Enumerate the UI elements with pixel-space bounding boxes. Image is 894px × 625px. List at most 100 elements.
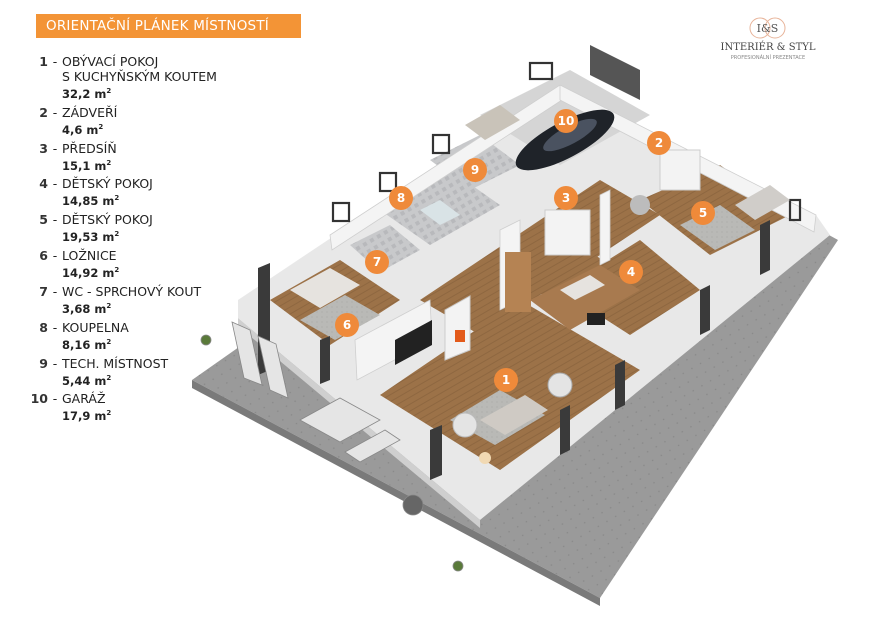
room-badge-label: 9 (471, 163, 479, 177)
room-badge-label: 4 (627, 265, 635, 279)
page-title: ORIENTAČNÍ PLÁNEK MÍSTNOSTÍ (36, 14, 301, 38)
legend-number: 7 (39, 283, 48, 299)
room-badge-6: 6 (335, 313, 359, 337)
legend-dash: - (52, 212, 58, 228)
fire (455, 330, 465, 342)
legend-dash: - (52, 319, 58, 335)
room-badge-label: 6 (343, 318, 351, 332)
legend-number: 9 (39, 355, 48, 371)
fireplace (444, 295, 471, 361)
company-logo: I&S INTERIÉR & STYL PROFESIONÁLNÍ PREZEN… (721, 17, 816, 61)
legend-number: 3 (39, 140, 48, 156)
legend-number: 6 (39, 248, 48, 264)
legend-number: 2 (39, 104, 48, 120)
legend-row: 2-ZÁDVEŘÍ (30, 105, 260, 120)
room-badge-label: 2 (655, 136, 663, 150)
cooktop (587, 313, 605, 325)
room-badge-4: 4 (619, 260, 643, 284)
legend-label: PŘEDSÍŇ (62, 140, 117, 156)
legend-row: 7-WC - SPRCHOVÝ KOUT (30, 284, 260, 299)
sofa (480, 395, 548, 435)
legend-number: 10 (30, 391, 48, 407)
room-badge-label: 8 (397, 191, 405, 205)
legend-label: WC - SPRCHOVÝ KOUT (62, 283, 202, 299)
legend-area: 3,68 m2 (62, 301, 112, 316)
legend-label: DĚTSKÝ POKOJ (62, 212, 153, 228)
furniture (290, 105, 790, 464)
room-badge-label: 1 (502, 373, 510, 387)
legend-area: 5,44 m2 (62, 373, 112, 388)
legend-row: 1-OBÝVACÍ POKOJ (30, 54, 260, 69)
car-icon (515, 109, 615, 171)
back-windows (331, 61, 802, 223)
wardrobe-entry (659, 149, 701, 191)
pouf (479, 452, 491, 464)
legend-row: 4-DĚTSKÝ POKOJ (30, 176, 260, 191)
legend-area: 14,85 m2 (62, 194, 120, 209)
legend-row: 10-GARÁŽ (30, 391, 260, 406)
room-badge-label: 10 (558, 114, 575, 128)
room-badges: 1 2 3 4 5 6 7 8 9 10 (335, 109, 715, 392)
terrace-furniture (200, 321, 464, 572)
room-badge-5: 5 (691, 201, 715, 225)
legend-area: 32,2 m2 (62, 86, 112, 101)
coffee-table (452, 412, 478, 438)
legend-area: 15,1 m2 (62, 158, 112, 173)
room-badge-label: 7 (373, 255, 381, 269)
garage-door (590, 45, 640, 100)
legend-label: LOŽNICE (62, 248, 117, 264)
legend-dash: - (52, 140, 58, 156)
dining-table (547, 372, 573, 398)
legend-dash: - (52, 391, 58, 407)
room-badge-1: 1 (494, 368, 518, 392)
logo-tagline: PROFESIONÁLNÍ PREZENTACE (731, 54, 805, 61)
legend-label: TECH. MÍSTNOST (62, 355, 169, 371)
room-badge-8: 8 (389, 186, 413, 210)
legend-dash: - (52, 248, 58, 264)
kitchen-counter (530, 265, 640, 330)
room-badge-label: 5 (699, 206, 707, 220)
beanbag (630, 195, 650, 215)
room-badge-10: 10 (554, 109, 578, 133)
legend-dash: - (52, 283, 58, 299)
room-badge-7: 7 (365, 250, 389, 274)
room-badge-label: 3 (562, 191, 570, 205)
legend-row: 3-PŘEDSÍŇ (30, 141, 260, 156)
room-badge-3: 3 (554, 186, 578, 210)
bed-kids-4 (560, 275, 605, 300)
legend-area: 19,53 m2 (62, 230, 120, 245)
legend-row: 5-DĚTSKÝ POKOJ (30, 212, 260, 227)
legend-number: 1 (39, 54, 48, 69)
legend-row: 8-KOUPELNA (30, 320, 260, 335)
legend-label: S KUCHYŇSKÝM KOUTEM (62, 69, 217, 84)
legend-number: 4 (39, 176, 48, 192)
legend-area: 14,92 m2 (62, 265, 120, 280)
logo-brand: INTERIÉR & STYL (721, 41, 816, 53)
wardrobe-hall (544, 209, 591, 256)
shower-glass (420, 200, 460, 225)
legend-label: DĚTSKÝ POKOJ (62, 176, 153, 192)
legend-dash: - (52, 176, 58, 192)
legend-number: 5 (39, 212, 48, 228)
legend-label: ZÁDVEŘÍ (62, 104, 118, 120)
tech-shelf (465, 105, 520, 140)
legend-dash: - (52, 54, 58, 69)
bed-kids-5 (735, 185, 790, 220)
legend-row: S KUCHYŇSKÝM KOUTEM (30, 69, 260, 84)
legend-dash: - (52, 355, 58, 371)
legend-dash: - (52, 104, 58, 120)
ground-shadow-edge (192, 380, 600, 606)
legend-label: OBÝVACÍ POKOJ (62, 54, 159, 69)
legend-row: 9-TECH. MÍSTNOST (30, 356, 260, 371)
kitchen-cabinet (505, 252, 531, 312)
legend-label: GARÁŽ (62, 391, 106, 407)
legend-area: 4,6 m2 (62, 122, 104, 137)
tv (395, 320, 432, 365)
bed-bedroom (290, 268, 360, 308)
room-badge-9: 9 (463, 158, 487, 182)
legend-area: 8,16 m2 (62, 337, 112, 352)
legend-row: 6-LOŽNICE (30, 248, 260, 263)
legend-label: KOUPELNA (62, 319, 129, 335)
